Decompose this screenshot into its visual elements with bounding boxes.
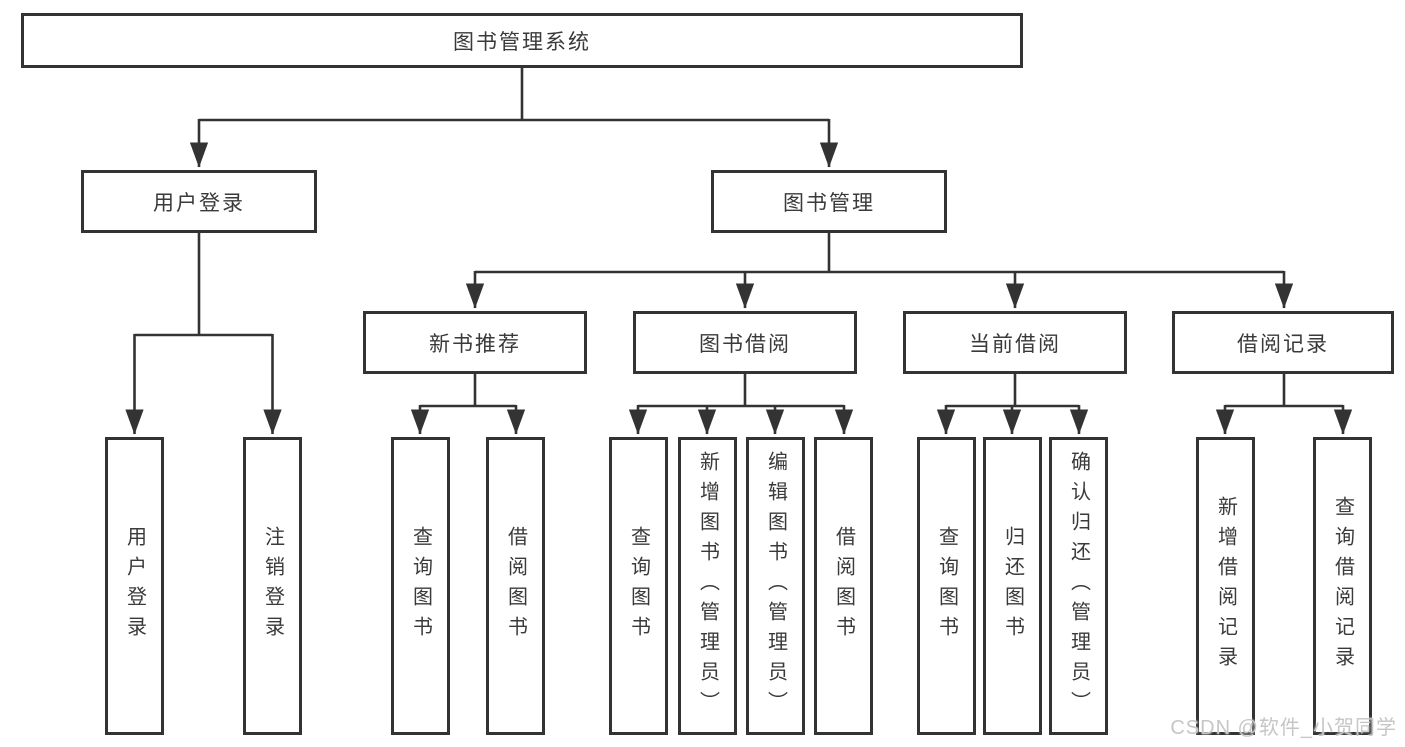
connector-book-management-trunk [475, 233, 1284, 274]
node-root: 图书管理系统 [21, 13, 1023, 68]
node-borrow-records-label: 借阅记录 [1237, 332, 1329, 356]
node-leaf-bb-edit-books-admin: 编辑图书（管理员） [746, 437, 805, 735]
node-current-borrow-label: 当前借阅 [969, 332, 1061, 356]
node-leaf-bb-edit-books-admin-label: 编辑图书（管理员） [764, 451, 787, 721]
node-leaf-nb-query-books: 查询图书 [391, 437, 450, 735]
node-leaf-bb-borrow-books: 借阅图书 [814, 437, 873, 735]
node-leaf-login: 用户登录 [105, 437, 164, 735]
node-book-borrow-label: 图书借阅 [699, 332, 791, 356]
node-new-book-recommend-label: 新书推荐 [429, 332, 521, 356]
connector-current-borrow-trunk [946, 374, 1079, 408]
connector-new-book-trunk [420, 374, 516, 408]
node-leaf-br-query-record-label: 查询借阅记录 [1331, 496, 1354, 676]
node-leaf-br-add-record: 新增借阅记录 [1196, 437, 1255, 735]
node-leaf-cb-confirm-return-admin-label: 确认归还（管理员） [1067, 451, 1090, 721]
node-leaf-bb-query-books: 查询图书 [609, 437, 668, 735]
node-leaf-bb-borrow-books-label: 借阅图书 [832, 526, 855, 646]
node-book-management-label: 图书管理 [783, 191, 875, 215]
node-new-book-recommend: 新书推荐 [363, 311, 587, 374]
node-leaf-cb-query-books-label: 查询图书 [935, 526, 958, 646]
node-leaf-nb-borrow-books-label: 借阅图书 [504, 526, 527, 646]
node-leaf-cb-confirm-return-admin: 确认归还（管理员） [1049, 437, 1108, 735]
node-book-borrow: 图书借阅 [633, 311, 857, 374]
connector-root-trunk [199, 68, 829, 122]
connector-user-login-trunk [134, 233, 273, 337]
node-leaf-logout: 注销登录 [243, 437, 302, 735]
node-leaf-nb-borrow-books: 借阅图书 [486, 437, 545, 735]
node-leaf-cb-return-books: 归还图书 [983, 437, 1042, 735]
node-user-login-label: 用户登录 [153, 191, 245, 215]
node-leaf-bb-add-books-admin-label: 新增图书（管理员） [696, 451, 719, 721]
node-leaf-logout-label: 注销登录 [261, 526, 284, 646]
csdn-watermark: CSDN @软件_小贺同学 [1170, 717, 1397, 739]
node-leaf-bb-add-books-admin: 新增图书（管理员） [678, 437, 737, 735]
node-current-borrow: 当前借阅 [903, 311, 1127, 374]
connector-book-borrow-trunk [638, 374, 844, 408]
connector-borrow-records-trunk [1225, 374, 1343, 408]
node-user-login: 用户登录 [81, 170, 317, 233]
node-leaf-login-label: 用户登录 [123, 526, 146, 646]
node-leaf-bb-query-books-label: 查询图书 [627, 526, 650, 646]
node-root-label: 图书管理系统 [453, 30, 591, 54]
node-leaf-cb-return-books-label: 归还图书 [1001, 526, 1024, 646]
node-leaf-br-query-record: 查询借阅记录 [1313, 437, 1372, 735]
node-borrow-records: 借阅记录 [1172, 311, 1394, 374]
node-book-management: 图书管理 [711, 170, 947, 233]
node-leaf-cb-query-books: 查询图书 [917, 437, 976, 735]
node-leaf-br-add-record-label: 新增借阅记录 [1214, 496, 1237, 676]
node-leaf-nb-query-books-label: 查询图书 [409, 526, 432, 646]
